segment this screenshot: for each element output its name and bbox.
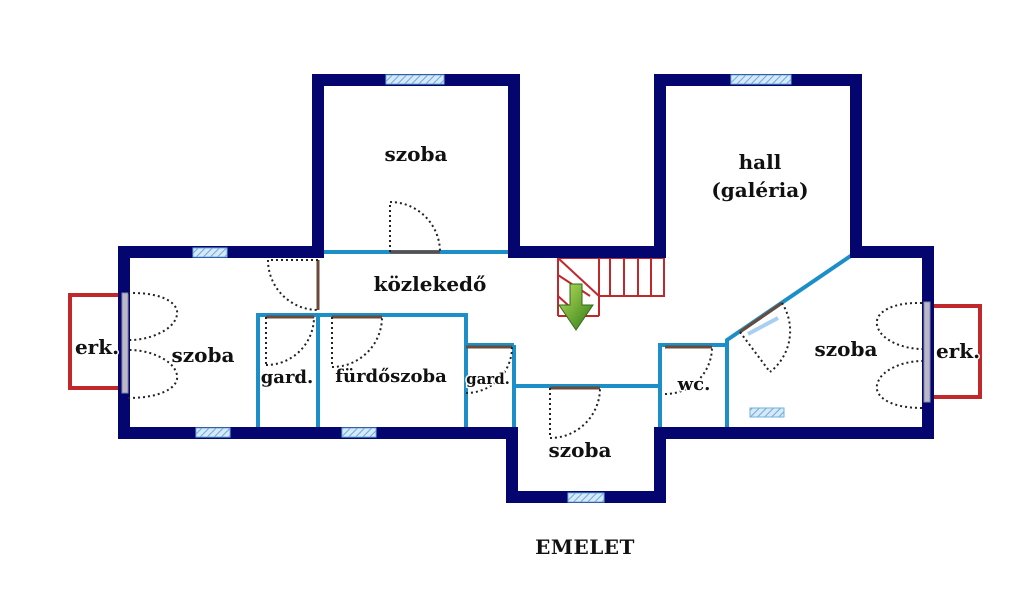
window-bottom-room bbox=[567, 492, 605, 503]
windows bbox=[121, 74, 931, 503]
door-bottom-room bbox=[549, 386, 601, 439]
label-hall: hall bbox=[739, 150, 782, 174]
interior-walls bbox=[256, 250, 854, 430]
door-wc bbox=[664, 345, 713, 395]
label-room-top-left: szoba bbox=[385, 142, 448, 166]
label-wc: wc. bbox=[677, 374, 711, 395]
window-bathroom bbox=[341, 427, 377, 438]
door-top-room bbox=[389, 201, 441, 254]
balcony-left bbox=[68, 293, 125, 390]
label-balcony-right: erk. bbox=[936, 339, 980, 363]
label-room-left: szoba bbox=[172, 343, 235, 367]
exterior-walls bbox=[118, 74, 934, 503]
door-balcony-left bbox=[127, 291, 179, 399]
balcony-door-left bbox=[121, 292, 129, 394]
label-wardrobe-small: gard. bbox=[466, 370, 510, 388]
balcony-right bbox=[930, 304, 982, 399]
label-hall-galeria: (galéria) bbox=[711, 178, 808, 202]
green-down-arrow-icon bbox=[558, 283, 594, 331]
door-wardrobe-left bbox=[265, 315, 315, 366]
door-wardrobe-small bbox=[465, 345, 513, 394]
window-hall bbox=[730, 74, 792, 85]
room-labels: szoba hall (galéria) közlekedő szoba erk… bbox=[73, 141, 981, 464]
label-balcony-left: erk. bbox=[75, 335, 119, 359]
window-left-room-bottom bbox=[195, 427, 231, 438]
label-room-bottom: szoba bbox=[549, 438, 612, 462]
door-right-room bbox=[739, 301, 792, 373]
balcony-door-right bbox=[923, 301, 931, 403]
window-top-left-room bbox=[385, 74, 445, 85]
label-room-right: szoba bbox=[815, 337, 878, 361]
label-corridor: közlekedő bbox=[374, 272, 487, 296]
window-right-room bbox=[749, 407, 785, 418]
doors bbox=[127, 201, 923, 439]
floor-title: EMELET bbox=[535, 535, 635, 559]
label-bathroom: fürdőszoba bbox=[335, 366, 447, 387]
door-balcony-right bbox=[875, 301, 923, 409]
window-left-room-top bbox=[192, 247, 228, 258]
door-corridor-left bbox=[267, 259, 320, 311]
door-bathroom bbox=[331, 315, 383, 368]
label-wardrobe-left: gard. bbox=[261, 367, 314, 388]
